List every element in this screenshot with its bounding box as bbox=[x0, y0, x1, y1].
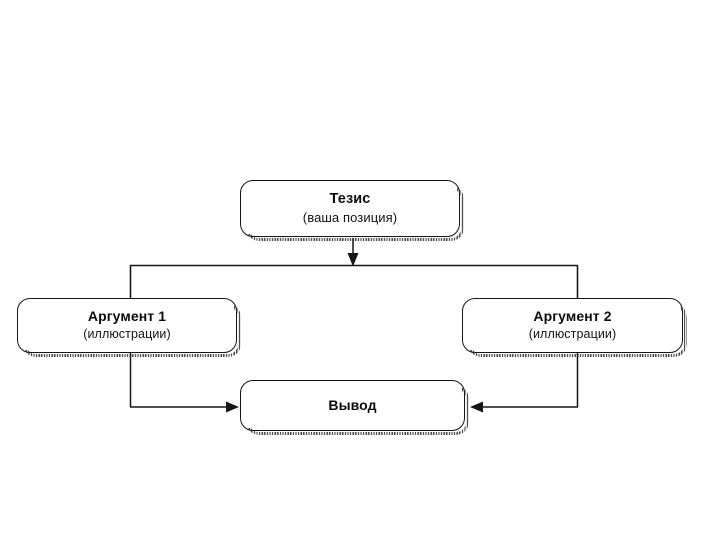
node-thesis[interactable]: Тезис (ваша позиция) bbox=[240, 180, 460, 237]
node-argument-1[interactable]: Аргумент 1 (иллюстрации) bbox=[17, 298, 237, 353]
conclusion-right-arrowhead bbox=[470, 401, 483, 413]
node-argument-2[interactable]: Аргумент 2 (иллюстрации) bbox=[462, 298, 683, 353]
node-conclusion[interactable]: Вывод bbox=[240, 380, 465, 431]
node-conclusion-title: Вывод bbox=[328, 396, 377, 413]
node-argument-2-title: Аргумент 2 bbox=[533, 308, 612, 325]
node-argument-1-title: Аргумент 1 bbox=[87, 308, 167, 325]
node-argument-1-subtitle: (иллюстрации) bbox=[83, 327, 171, 342]
node-argument-2-subtitle: (иллюстрации) bbox=[528, 327, 617, 342]
conclusion-left-arrowhead bbox=[226, 401, 239, 413]
thesis-down-arrowhead bbox=[347, 253, 359, 267]
node-thesis-title: Тезис bbox=[329, 190, 371, 207]
node-thesis-subtitle: (ваша позиция) bbox=[302, 210, 398, 226]
